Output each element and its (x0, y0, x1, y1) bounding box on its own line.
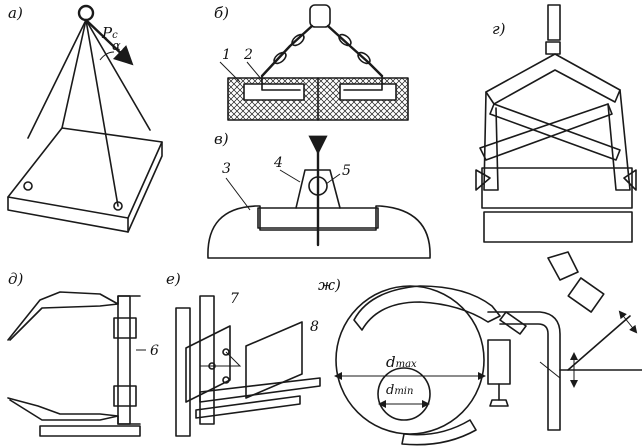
callout-7: 7 (230, 291, 239, 307)
callout-2: 2 (244, 47, 253, 63)
right-plate (245, 321, 303, 399)
dmax-label: dmax (386, 353, 417, 371)
mast (199, 295, 215, 425)
force-arrow (84, 18, 134, 66)
left-plate (185, 325, 231, 403)
panel-d-grippers (7, 291, 146, 437)
callout-1: 1 (222, 47, 231, 63)
panel-label-a: а) (8, 4, 23, 22)
suction-cup (207, 205, 431, 259)
panel-label-e: е) (166, 270, 181, 288)
lifted-slab (481, 167, 633, 209)
panel-zh-pipe-grab (334, 251, 642, 446)
panel-label-g: г) (492, 20, 506, 38)
callout-6: 6 (150, 343, 159, 359)
guide-rail (117, 295, 131, 425)
callout-3: 3 (222, 161, 231, 177)
callout-5: 5 (342, 163, 351, 179)
callout-4: 4 (274, 155, 283, 171)
panel-label-d: д) (8, 270, 24, 288)
force-label: Pc (102, 24, 118, 42)
hook-block (309, 4, 331, 28)
panel-e-forks (175, 295, 321, 437)
pipe-dmin-circle (377, 367, 431, 421)
callout-8: 8 (310, 319, 319, 335)
panel-label-zh: ж) (318, 276, 341, 294)
panel-b-chain-grab (219, 4, 409, 121)
dmin-label: dmin (386, 383, 414, 398)
plate-top (7, 127, 163, 219)
panel-v-vacuum-grip (207, 135, 431, 259)
panel-g-scissor-tongs (475, 4, 637, 243)
panel-label-b: б) (214, 4, 230, 22)
angle-label: α (112, 39, 121, 54)
panel-a-sling (7, 4, 163, 233)
lifting-ring (77, 4, 95, 22)
panel-label-v: в) (214, 130, 229, 148)
